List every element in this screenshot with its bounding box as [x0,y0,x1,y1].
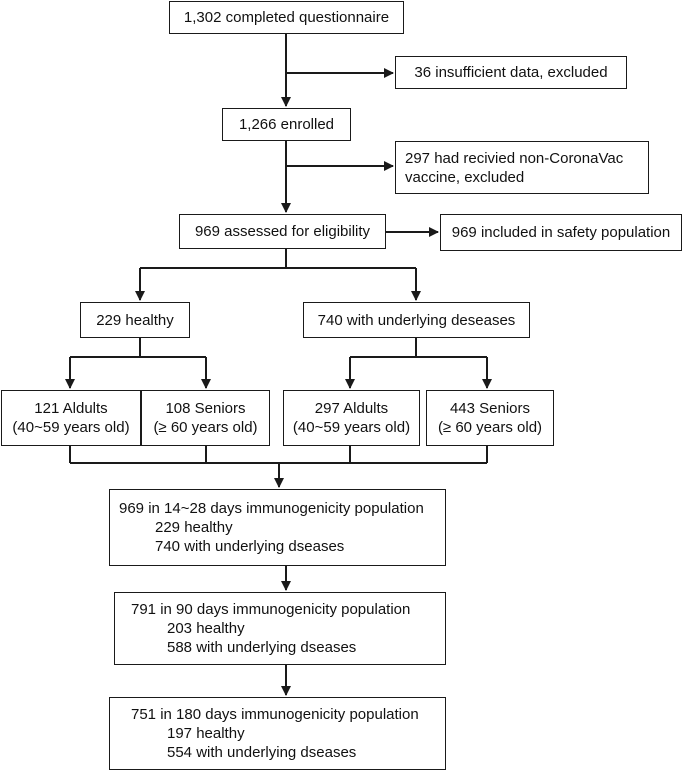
box-group-healthy-adults: 121 Aldults (40~59 years old) [1,390,141,446]
box-immunogenicity-90: 791 in 90 days immunogenicity population… [114,592,446,665]
immuno-90-title: 791 in 90 days immunogenicity population [131,601,411,618]
group-4-line-2: (≥ 60 years old) [437,419,543,436]
box-safety-population: 969 included in safety population [440,214,682,251]
immuno-180-title: 751 in 180 days immunogenicity populatio… [131,706,419,723]
underlying-text: 740 with underlying deseases [317,311,516,329]
insufficient-text: 36 insufficient data, excluded [414,64,608,81]
safety-text: 969 included in safety population [451,224,671,241]
group-3-line-2: (40~59 years old) [292,419,411,436]
box-immunogenicity-14-28: 969 in 14~28 days immunogenicity populat… [109,489,446,566]
assessed-text: 969 assessed for eligibility [194,223,371,240]
box-group-underlying-adults: 297 Aldults (40~59 years old) [283,390,420,446]
completed-text: 1,302 completed questionnaire [183,9,390,26]
immuno-90-healthy: 203 healthy [167,620,245,637]
enrolled-text: 1,266 enrolled [238,116,335,133]
group-2-line-1: 108 Seniors [165,400,246,417]
box-completed-questionnaire: 1,302 completed questionnaire [169,1,404,34]
box-group-underlying-seniors: 443 Seniors (≥ 60 years old) [426,390,554,446]
box-assessed-eligibility: 969 assessed for eligibility [179,214,386,249]
immuno-14-28-title: 969 in 14~28 days immunogenicity populat… [119,500,424,517]
group-4-line-1: 443 Seniors [449,400,531,417]
box-enrolled: 1,266 enrolled [222,108,351,141]
box-insufficient-excluded: 36 insufficient data, excluded [395,56,627,89]
group-2-line-2: (≥ 60 years old) [153,419,258,436]
box-immunogenicity-180: 751 in 180 days immunogenicity populatio… [109,697,446,770]
healthy-text: 229 healthy [96,311,174,329]
non-coronavac-line-1: 297 had recivied non-CoronaVac [405,149,624,167]
immuno-180-healthy: 197 healthy [167,725,245,742]
immuno-90-underlying: 588 with underlying dseases [167,639,357,656]
box-non-coronavac-excluded: 297 had recivied non-CoronaVac vaccine, … [395,141,649,194]
box-group-healthy-seniors: 108 Seniors (≥ 60 years old) [141,390,270,446]
group-1-line-2: (40~59 years old) [12,419,130,436]
group-1-line-1: 121 Aldults [34,400,108,417]
immuno-14-28-healthy: 229 healthy [155,519,233,536]
box-healthy: 229 healthy [80,302,190,338]
group-3-line-1: 297 Aldults [314,400,389,417]
immuno-14-28-underlying: 740 with underlying dseases [155,538,345,555]
immuno-180-underlying: 554 with underlying dseases [167,744,357,761]
non-coronavac-line-2: vaccine, excluded [405,168,525,186]
box-underlying-diseases: 740 with underlying deseases [303,302,530,338]
